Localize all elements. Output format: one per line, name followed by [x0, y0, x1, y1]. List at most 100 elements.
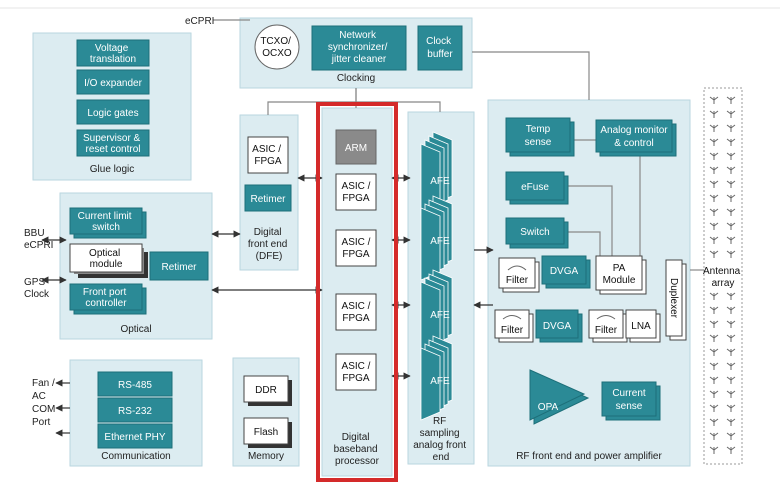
flash: Flash	[243, 417, 292, 448]
svg-text:ASIC / FPGA: ASIC / FPGA	[252, 144, 284, 167]
svg-text:OPA: OPA	[538, 402, 559, 413]
antenna-element-icon	[709, 208, 719, 216]
svg-text:TCXO/ OCXO: TCXO/ OCXO	[260, 36, 293, 59]
logic-gates: Logic gates	[76, 99, 150, 125]
clock-to-rf-line	[472, 51, 590, 100]
antenna-element-icon	[726, 194, 736, 202]
afe-stack-4: AFE	[420, 335, 453, 421]
opa: OPA	[529, 369, 590, 425]
antenna-element-icon	[709, 362, 719, 370]
supervisor-reset: Supervisor & reset control	[76, 129, 150, 157]
rf-sampling-label: RF sampling analog front end	[413, 416, 469, 463]
antenna-element-icon	[709, 236, 719, 244]
svg-text:Filter: Filter	[506, 275, 529, 286]
clock-buffer: Clock buffer	[417, 25, 463, 71]
svg-text:Supervisor & reset contr: Supervisor & reset control	[83, 133, 143, 155]
region-baseband: Digital baseband processor	[321, 107, 393, 477]
antenna-element-icon	[709, 292, 719, 300]
svg-text:ASIC /FPGA: ASIC /FPGA	[342, 181, 371, 204]
antenna-element-icon	[726, 96, 736, 104]
antenna-element-icon	[726, 446, 736, 454]
svg-text:DVGA: DVGA	[543, 321, 572, 332]
baseband-asic-fpga-1: ASIC /FPGA	[335, 173, 377, 211]
optical-retimer: Retimer	[149, 251, 209, 281]
rs232: RS-232	[97, 397, 173, 423]
antenna-element-icon	[709, 432, 719, 440]
antenna-element-icon	[726, 110, 736, 118]
antenna-element-icon	[709, 110, 719, 118]
svg-text:Duplexer: Duplexer	[668, 278, 679, 319]
svg-text:DVGA: DVGA	[550, 266, 579, 277]
antenna-element-icon	[709, 404, 719, 412]
svg-text:Optical module: Optical module	[89, 248, 123, 270]
antenna-element-icon	[709, 348, 719, 356]
baseband-asic-fpga-2: ASIC /FPGA	[335, 229, 377, 267]
afe-stack-2: AFE	[420, 195, 453, 281]
gps-clock-label: GPS Clock	[24, 277, 50, 300]
ddr: DDR	[243, 375, 292, 406]
antenna-element-icon	[709, 152, 719, 160]
baseband-arm: ARM	[335, 129, 377, 165]
rf-front-end-label: RF front end and power amplifier	[516, 451, 662, 462]
optical-module: Optical module	[69, 243, 148, 278]
svg-text:AFE: AFE	[430, 176, 450, 187]
antenna-element-icon	[726, 334, 736, 342]
svg-text:AFE: AFE	[430, 376, 450, 387]
svg-text:Current limit switch: Current limit switch	[78, 211, 135, 233]
svg-text:Switch: Switch	[520, 227, 549, 238]
clocking-label: Clocking	[337, 73, 375, 84]
front-port-controller: Front port controller	[69, 283, 147, 315]
svg-text:Front port controller: Front port controller	[83, 287, 129, 309]
efuse: eFuse	[505, 171, 569, 205]
svg-text:ASIC /FPGA: ASIC /FPGA	[342, 301, 371, 324]
antenna-element-icon	[726, 124, 736, 132]
svg-text:Clock buffer: Clock buffer	[426, 36, 454, 60]
ecpri-top-label: eCPRI	[185, 16, 214, 27]
svg-text:Retimer: Retimer	[250, 194, 286, 205]
antenna-element-icon	[726, 138, 736, 146]
antenna-element-icon	[709, 166, 719, 174]
svg-text:ARM: ARM	[345, 143, 367, 154]
antenna-element-icon	[726, 250, 736, 258]
tx-filter: Filter	[498, 257, 540, 293]
baseband-asic-fpga-3: ASIC /FPGA	[335, 293, 377, 331]
tcxo-ocxo: TCXO/ OCXO	[254, 24, 300, 70]
svg-text:I/O expander: I/O expander	[84, 78, 142, 89]
memory-label: Memory	[248, 451, 284, 462]
analog-monitor: Analog monitor& control	[595, 119, 677, 157]
antenna-element-icon	[709, 222, 719, 230]
dfe-label: Digital front end (DFE)	[248, 227, 290, 262]
antenna-element-icon	[709, 306, 719, 314]
rx-dvga: DVGA	[535, 309, 583, 343]
antenna-element-icon	[726, 320, 736, 328]
antenna-element-icon	[726, 180, 736, 188]
dfe-retimer: Retimer	[244, 184, 292, 212]
svg-text:Filter: Filter	[501, 325, 524, 336]
antenna-element-icon	[726, 236, 736, 244]
svg-text:Voltage translation: Voltage translation	[90, 43, 136, 65]
dfe-asic-fpga: ASIC / FPGA	[247, 136, 289, 174]
svg-text:ASIC /FPGA: ASIC /FPGA	[342, 237, 371, 260]
antenna-element-icon	[726, 432, 736, 440]
svg-text:ASIC /FPGA: ASIC /FPGA	[342, 361, 371, 384]
antenna-element-icon	[726, 222, 736, 230]
antenna-element-icon	[709, 194, 719, 202]
antenna-element-icon	[709, 376, 719, 384]
antenna-element-icon	[709, 138, 719, 146]
baseband-highlight	[316, 102, 398, 482]
svg-text:Network synchronizer/: Network synchronizer/ jitter cleaner	[328, 30, 390, 65]
svg-text:Ethernet PHY: Ethernet PHY	[104, 432, 165, 443]
svg-text:Filter: Filter	[595, 325, 618, 336]
antenna-element-icon	[709, 180, 719, 188]
svg-text:AFE: AFE	[430, 310, 450, 321]
rx-filter-2: Filter	[588, 309, 628, 343]
antenna-element-icon	[726, 348, 736, 356]
svg-text:RS-232: RS-232	[118, 406, 152, 417]
optical-label: Optical	[120, 324, 151, 335]
rs485: RS-485	[97, 371, 173, 397]
